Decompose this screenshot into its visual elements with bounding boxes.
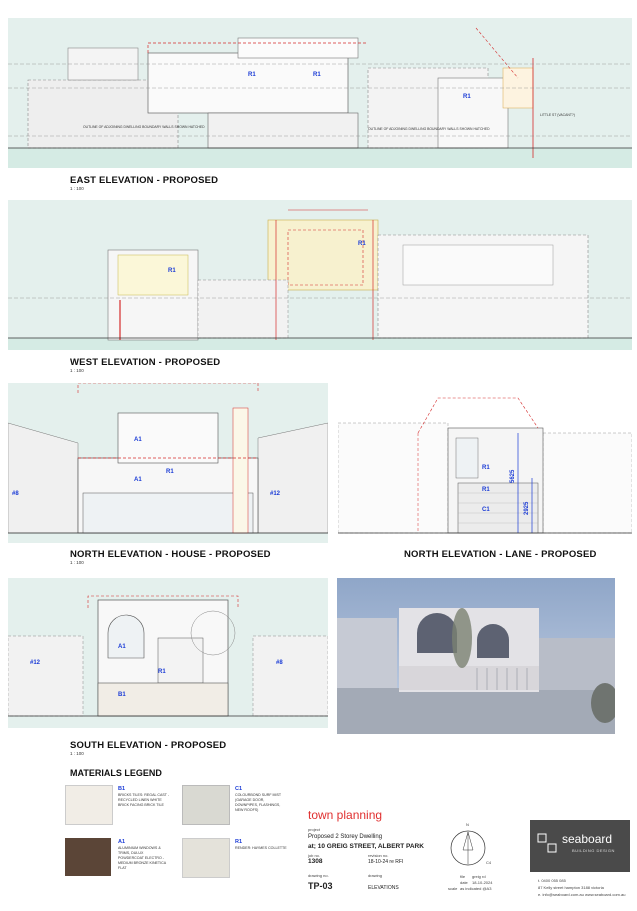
north-house-elevation-title: NORTH ELEVATION - HOUSE - PROPOSED: [70, 549, 271, 560]
brand-subtitle: BUILDING DESIGN: [572, 848, 615, 853]
job-no-label: job no.: [308, 853, 321, 858]
project-label: project: [308, 827, 321, 832]
east-elevation-scale: 1 : 100: [70, 186, 84, 191]
tag-b1: B1: [118, 692, 126, 698]
drawing-no-label: drawing no.: [308, 873, 329, 878]
tag-hash12: #12: [270, 491, 281, 497]
material-code: B1: [118, 786, 126, 792]
tag-r1: R1: [166, 469, 174, 475]
render-svg: [337, 578, 615, 734]
swatch-b1: [65, 785, 113, 825]
south-elevation-title: SOUTH ELEVATION - PROPOSED: [70, 740, 227, 751]
north-arrow-icon: [450, 830, 486, 866]
date-value: 18-10-2024: [472, 880, 493, 885]
west-elevation-scale: 1 : 100: [70, 368, 84, 373]
south-elevation-svg: A1 R1 B1 #12 #8: [8, 578, 328, 728]
swatch-c1: [182, 785, 230, 825]
note-adjoining-left: OUTLINE OF ADJOINING DWELLING BOUNDARY W…: [83, 125, 205, 129]
drawing-name: ELEVATIONS: [368, 885, 399, 891]
swatch-a1: [65, 838, 111, 876]
sheet-size: C4: [486, 860, 492, 865]
materials-legend-title: MATERIALS LEGEND: [70, 768, 162, 778]
dim-5625: 5625: [510, 469, 516, 483]
render-image: [337, 578, 615, 734]
project-name: Proposed 2 Storey Dwelling: [308, 834, 383, 840]
project-address: at; 10 GREIG STREET, ALBERT PARK: [308, 843, 424, 850]
tag-a1: A1: [118, 644, 126, 650]
material-desc: ALUMINIUM WINDOWS & TRIMS, DULUX POWDERC…: [118, 846, 166, 870]
tag-r1: R1: [482, 465, 490, 471]
tag-r1: R1: [358, 241, 366, 247]
scale-value: as indicated @A3: [460, 886, 492, 891]
email: e. info@seaboard.com.au www.seaboard.com…: [538, 892, 626, 897]
tag-hash8: #8: [276, 660, 283, 666]
tag-hash8: #8: [12, 491, 19, 497]
revision: 18-10-24 re RFI: [368, 859, 404, 865]
town-planning-heading: town planning: [308, 808, 383, 822]
drawing-label: drawing: [368, 873, 383, 878]
north-lane-elevation-title: NORTH ELEVATION - LANE - PROPOSED: [404, 549, 597, 560]
north-house-svg: A1 R1 A1 #8 #12: [8, 383, 328, 543]
material-desc: BRICKS TILES: REGAL CAST - RECYCLED LINE…: [118, 793, 170, 807]
tag-a1: A1: [134, 437, 142, 443]
south-elevation-scale: 1 : 100: [70, 751, 84, 756]
swatch-r1: [182, 838, 230, 878]
date-label: date: [460, 880, 468, 885]
material-code: A1: [118, 839, 126, 845]
west-elevation-drawing: R1 R1: [8, 200, 632, 350]
north-lane-svg: R1 R1 C1 5625 2925: [338, 383, 632, 543]
file-label: file: [460, 874, 466, 879]
file-value: greig rd: [472, 874, 486, 879]
material-desc: COLOURBOND SURF MIST (GARAGE DOOR, DOWNP…: [235, 793, 282, 812]
job-no: 1308: [308, 858, 323, 865]
tag-r1: R1: [248, 72, 256, 78]
tag-r1: R1: [168, 268, 176, 274]
tag-r1: R1: [482, 487, 490, 493]
seaboard-logo: seaboard BUILDING DESIGN: [530, 820, 630, 872]
north-lane-elevation-drawing: R1 R1 C1 5625 2925: [338, 383, 632, 543]
tag-r1: R1: [463, 94, 471, 100]
studio-address: 87 Kelly street hampton 3188 victoria: [538, 885, 604, 890]
tag-r1: R1: [158, 669, 166, 675]
tag-a1: A1: [134, 477, 142, 483]
material-code: C1: [235, 786, 243, 792]
tag-c1: C1: [482, 507, 490, 513]
scale-label: scale: [448, 886, 458, 891]
brand-name: seaboard: [562, 832, 613, 846]
title-block: town planning project Proposed 2 Storey …: [308, 808, 632, 906]
tag-r1: R1: [313, 72, 321, 78]
north-house-elevation-drawing: A1 R1 A1 #8 #12: [8, 383, 328, 543]
east-elevation-drawing: R1 R1 R1 OUTLINE OF ADJOINING DWELLING B…: [8, 18, 632, 168]
material-desc: RENDER: HAYMES COLLETTE: [235, 846, 287, 850]
phone: t. 0400 055 085: [538, 878, 566, 883]
material-code: R1: [235, 839, 243, 845]
east-elevation-svg: R1 R1 R1 OUTLINE OF ADJOINING DWELLING B…: [8, 18, 632, 168]
west-elevation-title: WEST ELEVATION - PROPOSED: [70, 357, 221, 368]
revision-label: revision no.: [368, 853, 389, 858]
south-elevation-drawing: A1 R1 B1 #12 #8: [8, 578, 328, 728]
note-adjoining-right: OUTLINE OF ADJOINING DWELLING BOUNDARY W…: [368, 127, 490, 131]
logo-mark-icon: [537, 833, 557, 853]
east-elevation-title: EAST ELEVATION - PROPOSED: [70, 175, 219, 186]
dim-2925: 2925: [524, 501, 530, 515]
note-corner: LITTLE ST (VACANT?): [540, 113, 575, 117]
north-label: N: [466, 822, 469, 827]
north-house-elevation-scale: 1 : 100: [70, 560, 84, 565]
drawing-no: TP-03: [308, 881, 333, 891]
west-elevation-svg: R1 R1: [8, 200, 632, 350]
tag-hash12: #12: [30, 660, 41, 666]
